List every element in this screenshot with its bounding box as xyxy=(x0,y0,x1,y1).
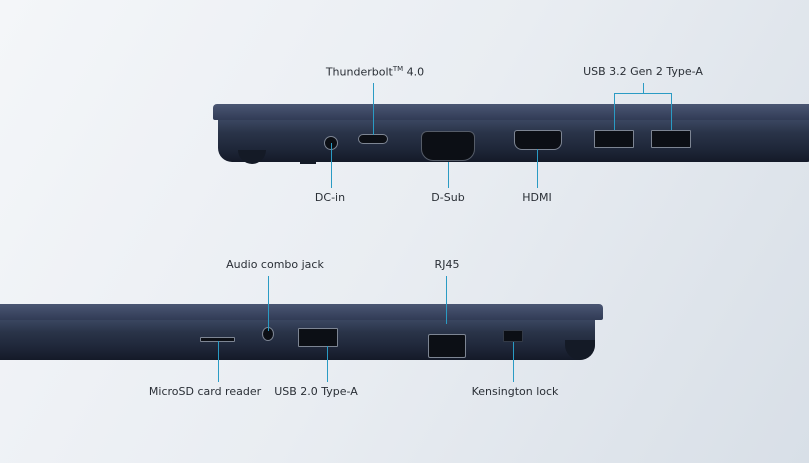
laptop-lid xyxy=(0,304,603,320)
dc-in-label: DC-in xyxy=(314,191,346,204)
usb20-port xyxy=(298,328,338,347)
leader-line xyxy=(643,83,644,93)
rj45-label: RJ45 xyxy=(434,258,460,271)
rj45-port xyxy=(428,334,466,358)
microsd-label: MicroSD card reader xyxy=(148,385,262,398)
dsub-label: D-Sub xyxy=(431,191,465,204)
leader-line xyxy=(331,143,332,188)
hdmi-port xyxy=(514,130,562,150)
leader-line xyxy=(268,276,269,331)
leader-line xyxy=(218,341,219,382)
usb32-port-2 xyxy=(651,130,691,148)
usb20-label: USB 2.0 Type-A xyxy=(274,385,358,398)
laptop-lid xyxy=(213,104,809,120)
leader-line xyxy=(537,149,538,188)
leader-line xyxy=(327,346,328,382)
leader-line xyxy=(513,342,514,382)
leader-line xyxy=(671,93,672,130)
leader-bracket xyxy=(614,93,672,94)
leader-line xyxy=(446,276,447,324)
laptop-foot xyxy=(565,340,595,360)
thunderbolt-port xyxy=(358,134,388,144)
kensington-slot xyxy=(503,330,523,342)
dsub-port xyxy=(421,131,475,161)
usb32-label: USB 3.2 Gen 2 Type-A xyxy=(583,65,703,78)
usb32-port-1 xyxy=(594,130,634,148)
laptop-base xyxy=(218,120,809,162)
laptop-foot xyxy=(300,160,316,164)
leader-line xyxy=(373,83,374,135)
audio-label: Audio combo jack xyxy=(226,258,324,271)
laptop-foot xyxy=(238,150,266,164)
leader-line xyxy=(448,162,449,188)
laptop-base xyxy=(0,320,595,360)
thunderbolt-label: ThunderboltTM 4.0 xyxy=(325,65,425,79)
hdmi-label: HDMI xyxy=(522,191,552,204)
microsd-slot xyxy=(200,337,235,342)
kensington-label: Kensington lock xyxy=(471,385,559,398)
leader-line xyxy=(614,93,615,130)
